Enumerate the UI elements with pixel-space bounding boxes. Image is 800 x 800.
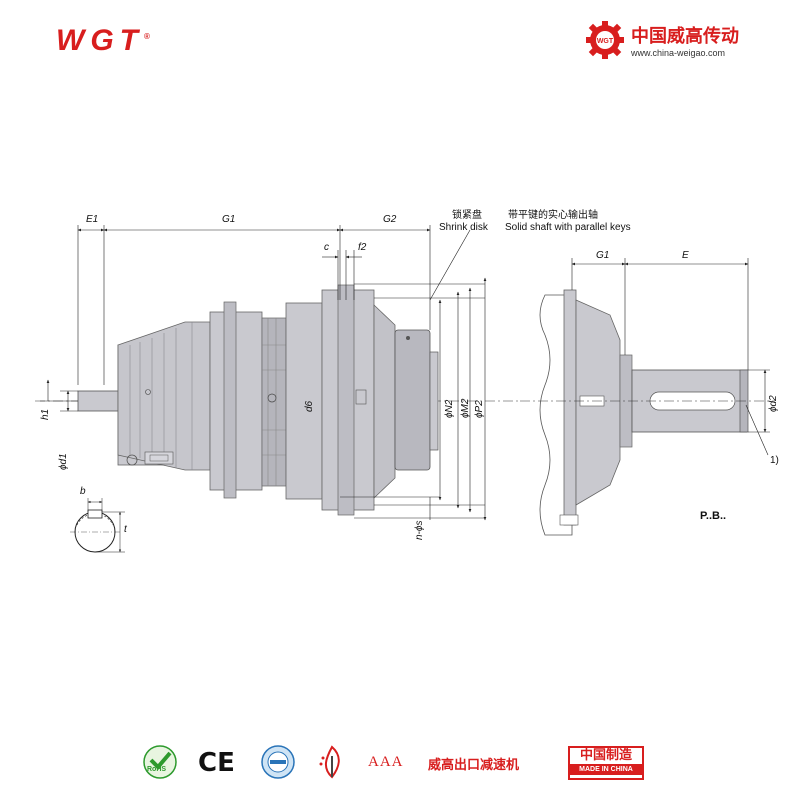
ce-mark: CE xyxy=(198,748,235,778)
shrink-disk xyxy=(394,329,439,471)
rohs-check-icon xyxy=(143,745,177,779)
input-shaft xyxy=(77,390,119,412)
side-dim-d2-label: ϕd2 xyxy=(768,395,779,412)
dim-g2-label: G2 xyxy=(383,214,397,225)
input-adapter-housing xyxy=(117,321,211,471)
made-in-china-badge: 中国制造 MADE IN CHINA xyxy=(568,746,644,780)
note-1-label: 1) xyxy=(770,455,779,466)
gear-logo-icon: WGT xyxy=(586,21,624,59)
quality-flame-icon xyxy=(319,745,340,779)
dim-g1-label: G1 xyxy=(222,214,236,225)
side-dim-g1-label: G1 xyxy=(596,250,610,261)
dim-ns-label: n-ϕs xyxy=(414,520,425,540)
dim-d1-label: ϕd1 xyxy=(58,453,69,470)
dim-t-label: t xyxy=(124,524,127,535)
wgt-logo: WGT® xyxy=(56,24,150,58)
certification-bar: RoHS CE AAA 威高出口减速机 中国制造 MADE IN CHINA xyxy=(140,740,660,780)
wgt-logo-text: WGT xyxy=(56,24,144,57)
dim-e1-label: E1 xyxy=(86,214,99,225)
brand-url: www.china-weigao.com xyxy=(631,48,726,58)
iso-certificate-icon xyxy=(261,745,295,779)
iso-badge xyxy=(260,744,296,785)
registered-mark: ® xyxy=(143,32,150,41)
shrink-disk-en-label: Shrink disk xyxy=(439,222,488,233)
side-dim-e-label: E xyxy=(682,250,689,261)
dim-n2-label: ϕN2 xyxy=(444,399,455,418)
rohs-label: RoHS xyxy=(147,766,167,773)
export-reducer-text: 威高出口减速机 xyxy=(428,758,520,773)
solid-shaft-cn-label: 带平键的实心输出轴 xyxy=(508,210,598,221)
dim-p2-label: ϕP2 xyxy=(474,400,485,418)
brand-chinese-name: 中国威高传动 xyxy=(631,26,739,47)
model-code-label: P..B.. xyxy=(700,510,727,522)
dim-f2-label: f2 xyxy=(358,242,367,253)
dim-h1-label: h1 xyxy=(40,408,51,420)
solid-shaft-en-label: Solid shaft with parallel keys xyxy=(505,222,631,233)
quality-badge xyxy=(314,744,350,785)
aaa-rating: AAA xyxy=(368,754,404,770)
made-in-china-en: MADE IN CHINA xyxy=(570,764,642,775)
gearbox-main-housing xyxy=(209,284,396,516)
dim-b-label: b xyxy=(80,486,86,497)
rohs-badge: RoHS xyxy=(140,744,180,780)
dim-c-label: c xyxy=(324,242,329,253)
output-shaft-side-view xyxy=(520,289,775,536)
made-in-china-cn: 中国制造 xyxy=(579,748,632,763)
dim-m2-label: ϕM2 xyxy=(460,398,471,418)
shaft-key-section xyxy=(70,498,125,553)
shrink-disk-cn-label: 锁紧盘 xyxy=(452,210,482,221)
weigao-brand: WGT 中国威高传动 www.china-weigao.com xyxy=(585,18,775,66)
svg-text:WGT: WGT xyxy=(597,38,614,45)
dim-d6-label: d6 xyxy=(304,400,315,412)
